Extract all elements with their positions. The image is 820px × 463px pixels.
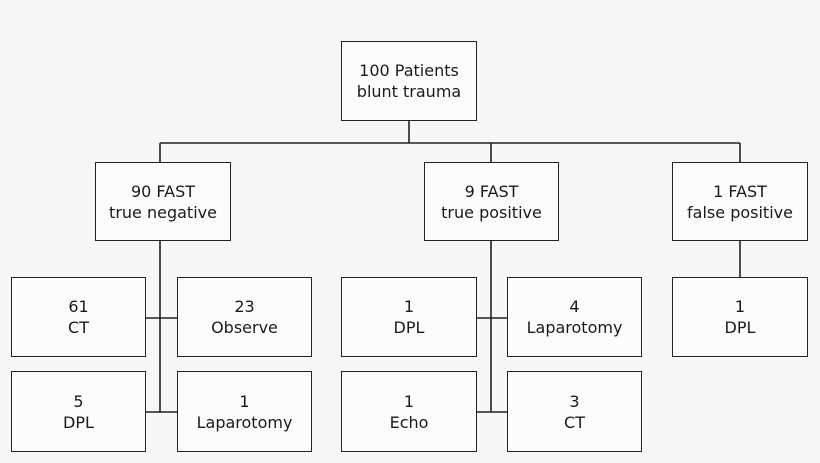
outcome-label: CT [68, 318, 89, 337]
outcome-label: DPL [724, 318, 756, 337]
outcome-count: 5 [73, 391, 84, 411]
root-node: 100 Patients blunt trauma [341, 41, 477, 121]
outcome-count: 4 [569, 297, 580, 316]
outcome-count: 3 [569, 391, 580, 411]
outcome-label: Echo [389, 412, 429, 432]
outcome-positive-dpl: 1 DPL [341, 277, 477, 357]
root-line1: 100 Patients [359, 61, 459, 80]
outcome-label: Laparotomy [526, 318, 623, 337]
outcome-label: Observe [211, 318, 278, 337]
outcome-count: 1 [403, 391, 415, 411]
outcome-negative-laparotomy: 1 Laparotomy [177, 371, 312, 452]
outcome-count: 61 [68, 297, 89, 316]
branch-true-positive: 9 FAST true positive [424, 162, 559, 241]
outcome-negative-ct: 61 CT [11, 277, 146, 357]
outcome-positive-ct: 3 CT [507, 371, 642, 452]
branch-false-positive-line2: false positive [687, 202, 793, 222]
branch-false-positive-line1: 1 FAST [713, 181, 767, 201]
outcome-false-positive-dpl: 1 DPL [672, 277, 808, 357]
branch-false-positive: 1 FAST false positive [672, 162, 808, 241]
branch-negative-line2: true negative [109, 202, 217, 222]
root-line2: blunt trauma [356, 82, 462, 101]
branch-positive-line1: 9 FAST [464, 181, 519, 201]
outcome-label: DPL [63, 412, 94, 432]
outcome-negative-observe: 23 Observe [177, 277, 312, 357]
outcome-count: 1 [239, 391, 250, 411]
outcome-label: CT [564, 412, 585, 432]
outcome-count: 1 [734, 297, 746, 316]
branch-positive-line2: true positive [441, 202, 542, 222]
outcome-count: 23 [234, 297, 255, 316]
outcome-negative-dpl: 5 DPL [11, 371, 146, 452]
outcome-label: Laparotomy [196, 412, 293, 432]
branch-true-negative: 90 FAST true negative [95, 162, 231, 241]
outcome-positive-laparotomy: 4 Laparotomy [507, 277, 642, 357]
outcome-positive-echo: 1 Echo [341, 371, 477, 452]
outcome-count: 1 [403, 297, 415, 316]
outcome-label: DPL [393, 318, 425, 337]
branch-negative-line1: 90 FAST [130, 181, 196, 201]
